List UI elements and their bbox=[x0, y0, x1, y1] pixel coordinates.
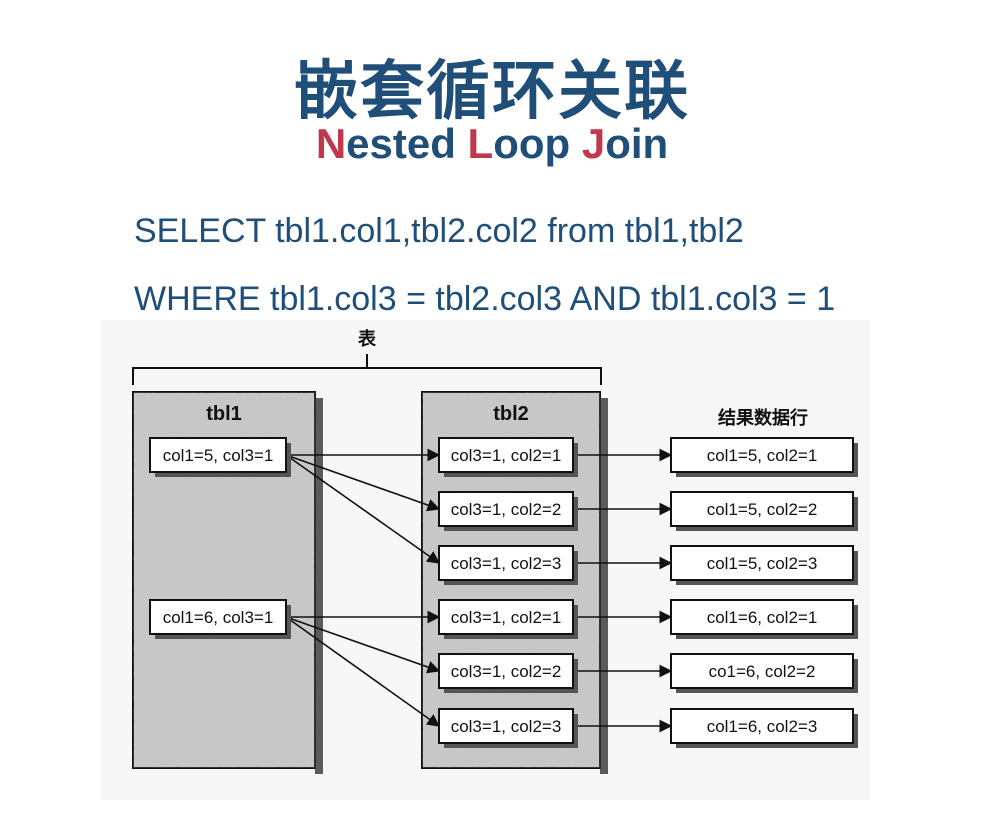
tbl1-row-text: col1=6, col3=1 bbox=[163, 608, 274, 627]
tbl2-row-text: col3=1, col2=1 bbox=[451, 446, 562, 465]
subtitle-part: oin bbox=[605, 120, 669, 167]
result-row-text: col1=5, col2=2 bbox=[707, 500, 818, 519]
join-arrow bbox=[285, 454, 441, 512]
page-subtitle: Nested Loop Join bbox=[0, 120, 984, 168]
result-row: col1=6, col2=1 bbox=[670, 599, 858, 639]
row-boxes: col1=5, col3=1 col1=6, col3=1 col3=1, col2… bbox=[149, 437, 858, 748]
tbl2-row: col3=1, col2=2 bbox=[438, 653, 578, 693]
tbl2-row: col3=1, col2=3 bbox=[438, 545, 578, 585]
join-arrow bbox=[285, 454, 441, 564]
bracket-label: 表 bbox=[358, 328, 377, 350]
tbl1-row: col1=6, col3=1 bbox=[149, 599, 291, 639]
tbl2-row: col3=1, col2=2 bbox=[438, 491, 578, 531]
result-label: 结果数据行 bbox=[718, 407, 808, 429]
subtitle-part: ested bbox=[346, 120, 468, 167]
join-arrow bbox=[285, 616, 441, 674]
tbl1-row: col1=5, col3=1 bbox=[149, 437, 291, 477]
result-row-text: col1=5, col2=1 bbox=[707, 446, 818, 465]
subtitle-part: J bbox=[581, 120, 606, 167]
tbl1-row-text: col1=5, col3=1 bbox=[163, 446, 274, 465]
join-arrow bbox=[285, 616, 441, 727]
result-row-text: col1=6, col2=1 bbox=[707, 608, 818, 627]
tbl2-row: col3=1, col2=1 bbox=[438, 599, 578, 639]
result-row-text: col1=6, col2=3 bbox=[707, 717, 818, 736]
subtitle-part: L bbox=[467, 120, 494, 167]
result-row: col1=5, col2=2 bbox=[670, 491, 858, 531]
result-row: col1=5, col2=1 bbox=[670, 437, 858, 477]
tbl2-row-text: col3=1, col2=3 bbox=[451, 554, 562, 573]
result-row-text: co1=6, col2=2 bbox=[709, 662, 816, 681]
tbl2-row-text: col3=1, col2=3 bbox=[451, 717, 562, 736]
result-row-text: col1=5, col2=3 bbox=[707, 554, 818, 573]
sql-line-2: WHERE tbl1.col3 = tbl2.col3 AND tbl1.col… bbox=[134, 280, 836, 318]
tbl2-row-text: col3=1, col2=1 bbox=[451, 608, 562, 627]
tbl2-row: col3=1, col2=1 bbox=[438, 437, 578, 477]
result-row: col1=5, col2=3 bbox=[670, 545, 858, 585]
subtitle-part: oop bbox=[493, 120, 582, 167]
tbl2-label: tbl2 bbox=[493, 403, 529, 425]
subtitle-part: N bbox=[315, 120, 347, 167]
tbl2-row-text: col3=1, col2=2 bbox=[451, 500, 562, 519]
sql-line-1: SELECT tbl1.col1,tbl2.col2 from tbl1,tbl… bbox=[134, 212, 744, 250]
connectors bbox=[285, 448, 673, 733]
result-row: col1=6, col2=3 bbox=[670, 708, 858, 748]
page-title: 嵌套循环关联 bbox=[294, 55, 690, 129]
tbl2-row: col3=1, col2=3 bbox=[438, 708, 578, 748]
result-row: co1=6, col2=2 bbox=[670, 653, 858, 693]
tbl2-row-text: col3=1, col2=2 bbox=[451, 662, 562, 681]
tbl1-label: tbl1 bbox=[206, 403, 242, 425]
